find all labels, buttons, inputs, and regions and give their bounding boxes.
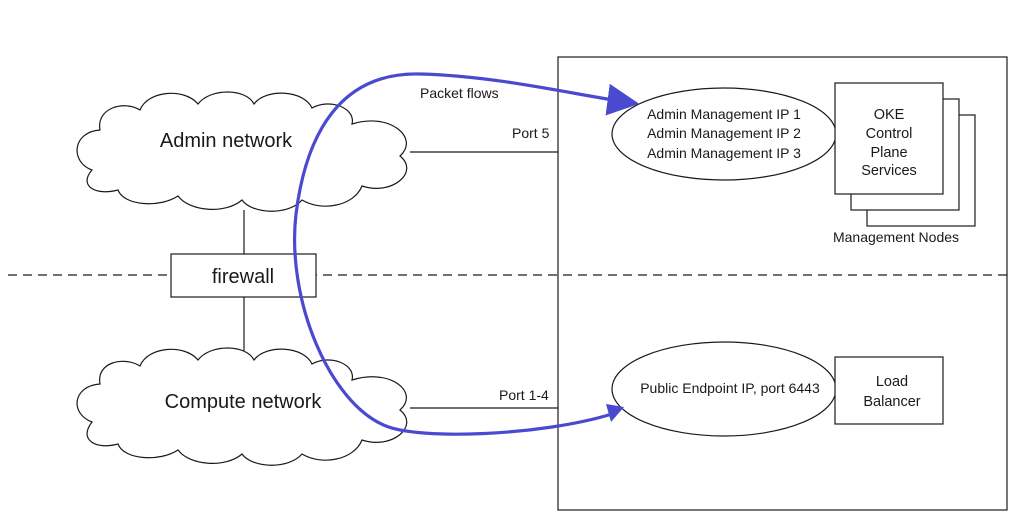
port-1-4-label: Port 1-4: [499, 387, 549, 403]
compute-network-cloud: [76, 347, 408, 466]
oke-line-1: OKE: [874, 107, 905, 123]
admin-management-ip-2: Admin Management IP 2: [647, 125, 801, 141]
packet-flow-arrowhead-bottom: [606, 404, 624, 422]
admin-management-ip-3: Admin Management IP 3: [647, 145, 801, 161]
packet-flow-arrow: [293, 72, 640, 436]
compute-network-label: Compute network: [165, 391, 323, 413]
admin-network-label: Admin network: [160, 130, 293, 152]
firewall-box: [170, 253, 317, 298]
load-balancer-line-2: Balancer: [863, 394, 920, 410]
firewall-label: firewall: [212, 266, 274, 288]
load-balancer-line-1: Load: [876, 374, 908, 390]
cluster-container: [557, 56, 1008, 511]
port-5-label: Port 5: [512, 125, 550, 141]
admin-management-ip-1: Admin Management IP 1: [647, 106, 801, 122]
oke-line-3: Plane: [870, 145, 907, 161]
oke-control-plane-box: [834, 82, 944, 195]
oke-line-4: Services: [861, 163, 917, 179]
oke-line-2: Control: [866, 126, 913, 142]
load-balancer-box: [834, 356, 944, 425]
management-nodes-caption: Management Nodes: [833, 229, 959, 245]
public-endpoint-label: Public Endpoint IP, port 6443: [640, 380, 820, 396]
packet-flows-label: Packet flows: [420, 85, 499, 101]
